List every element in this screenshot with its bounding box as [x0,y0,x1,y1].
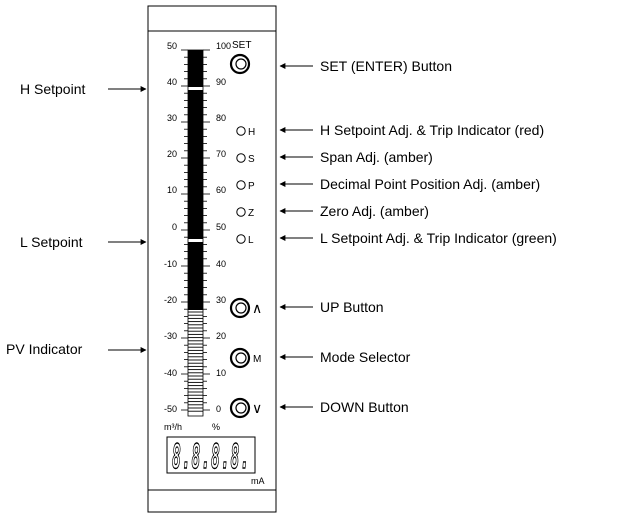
scale-left-label: -10 [164,259,177,269]
display-unit: mA [251,476,265,486]
scale-right: 100 90 80 70 60 50 40 30 20 10 0 [216,41,231,414]
callout-l-setpoint-label: L Setpoint [20,234,83,250]
callout-mode-selector-label: Mode Selector [320,349,411,365]
scale-right-label: 40 [216,259,226,269]
down-arrow-icon: ∨ [252,400,262,416]
callout-pv-indicator: PV Indicator [6,341,147,357]
indicator-l[interactable]: L [236,234,254,246]
indicator-z[interactable]: Z [236,207,254,219]
callout-zero-adj-label: Zero Adj. (amber) [320,203,429,219]
scale-right-label: 70 [216,149,226,159]
scale-left-label: 40 [167,77,177,87]
unit-right: % [212,422,220,432]
scale-left-label: 0 [172,222,177,232]
scale-right-label: 60 [216,185,226,195]
mode-label: M [253,354,261,365]
scale-left-label: -20 [164,295,177,305]
callout-h-setpoint-label: H Setpoint [20,81,85,97]
scale-right-label: 30 [216,295,226,305]
scale-right-label: 90 [216,77,226,87]
up-button[interactable]: ∧ [229,297,262,319]
scale-left-label: 50 [167,41,177,51]
scale-left-label: -40 [164,368,177,378]
mode-button[interactable]: M [229,347,261,369]
callout-set-button-label: SET (ENTER) Button [320,58,452,74]
scale-ticks-right [203,49,210,411]
bar-lower-segments [188,311,203,412]
callout-set-button: SET (ENTER) Button [279,58,452,74]
callout-decimal-adj: Decimal Point Position Adj. (amber) [279,176,540,192]
display-digits: 8.8.8.8. [172,437,250,477]
callout-l-setpoint: L Setpoint [20,234,147,250]
scale-right-label: 10 [216,368,226,378]
up-arrow-icon: ∧ [252,300,262,316]
down-button[interactable]: ∨ [229,397,262,419]
scale-right-label: 80 [216,113,226,123]
bar-graph [187,49,204,417]
indicator-p-label: P [248,181,255,192]
l-setpoint-marker [188,239,203,242]
indicator-h-label: H [248,127,255,138]
scale-right-label: 100 [216,41,231,51]
set-button[interactable] [229,53,251,75]
indicator-h[interactable]: H [236,126,255,138]
unit-left: m³/h [164,422,182,432]
scale-left-label: 10 [167,185,177,195]
front-panel [147,5,277,513]
indicator-s-label: S [248,154,255,165]
callout-down-button: DOWN Button [279,399,409,415]
scale-right-label: 0 [216,404,221,414]
scale-left-label: -50 [164,404,177,414]
indicator-l-label: L [248,235,254,246]
indicator-z-label: Z [248,208,254,219]
scale-left-label: 20 [167,149,177,159]
callout-l-adj: L Setpoint Adj. & Trip Indicator (green) [279,230,557,246]
scale-left-label: -30 [164,331,177,341]
indicator-p[interactable]: P [236,180,255,192]
callout-decimal-adj-label: Decimal Point Position Adj. (amber) [320,176,540,192]
scale-right-label: 50 [216,222,226,232]
scale-left-label: 30 [167,113,177,123]
scale-right-label: 20 [216,331,226,341]
scale-ticks-left [181,49,188,411]
callout-zero-adj: Zero Adj. (amber) [279,203,429,219]
callout-l-adj-label: L Setpoint Adj. & Trip Indicator (green) [320,230,557,246]
callout-up-button: UP Button [279,299,384,315]
digital-display: 8.8.8.8. mA [166,436,265,486]
callout-down-button-label: DOWN Button [320,399,409,415]
callout-h-adj-label: H Setpoint Adj. & Trip Indicator (red) [320,122,544,138]
set-label: SET [232,40,251,51]
callout-h-setpoint: H Setpoint [20,81,147,97]
callout-mode-selector: Mode Selector [279,349,411,365]
callout-h-adj: H Setpoint Adj. & Trip Indicator (red) [279,122,544,138]
callout-up-button-label: UP Button [320,299,384,315]
h-setpoint-marker [188,87,203,90]
bar-upper-fill [188,50,203,310]
callout-span-adj: Span Adj. (amber) [279,149,433,165]
callout-pv-indicator-label: PV Indicator [6,341,83,357]
callout-span-adj-label: Span Adj. (amber) [320,149,433,165]
scale-left: 50 40 30 20 10 0 -10 -20 -30 -40 -50 [164,41,177,414]
indicator-s[interactable]: S [236,153,255,165]
